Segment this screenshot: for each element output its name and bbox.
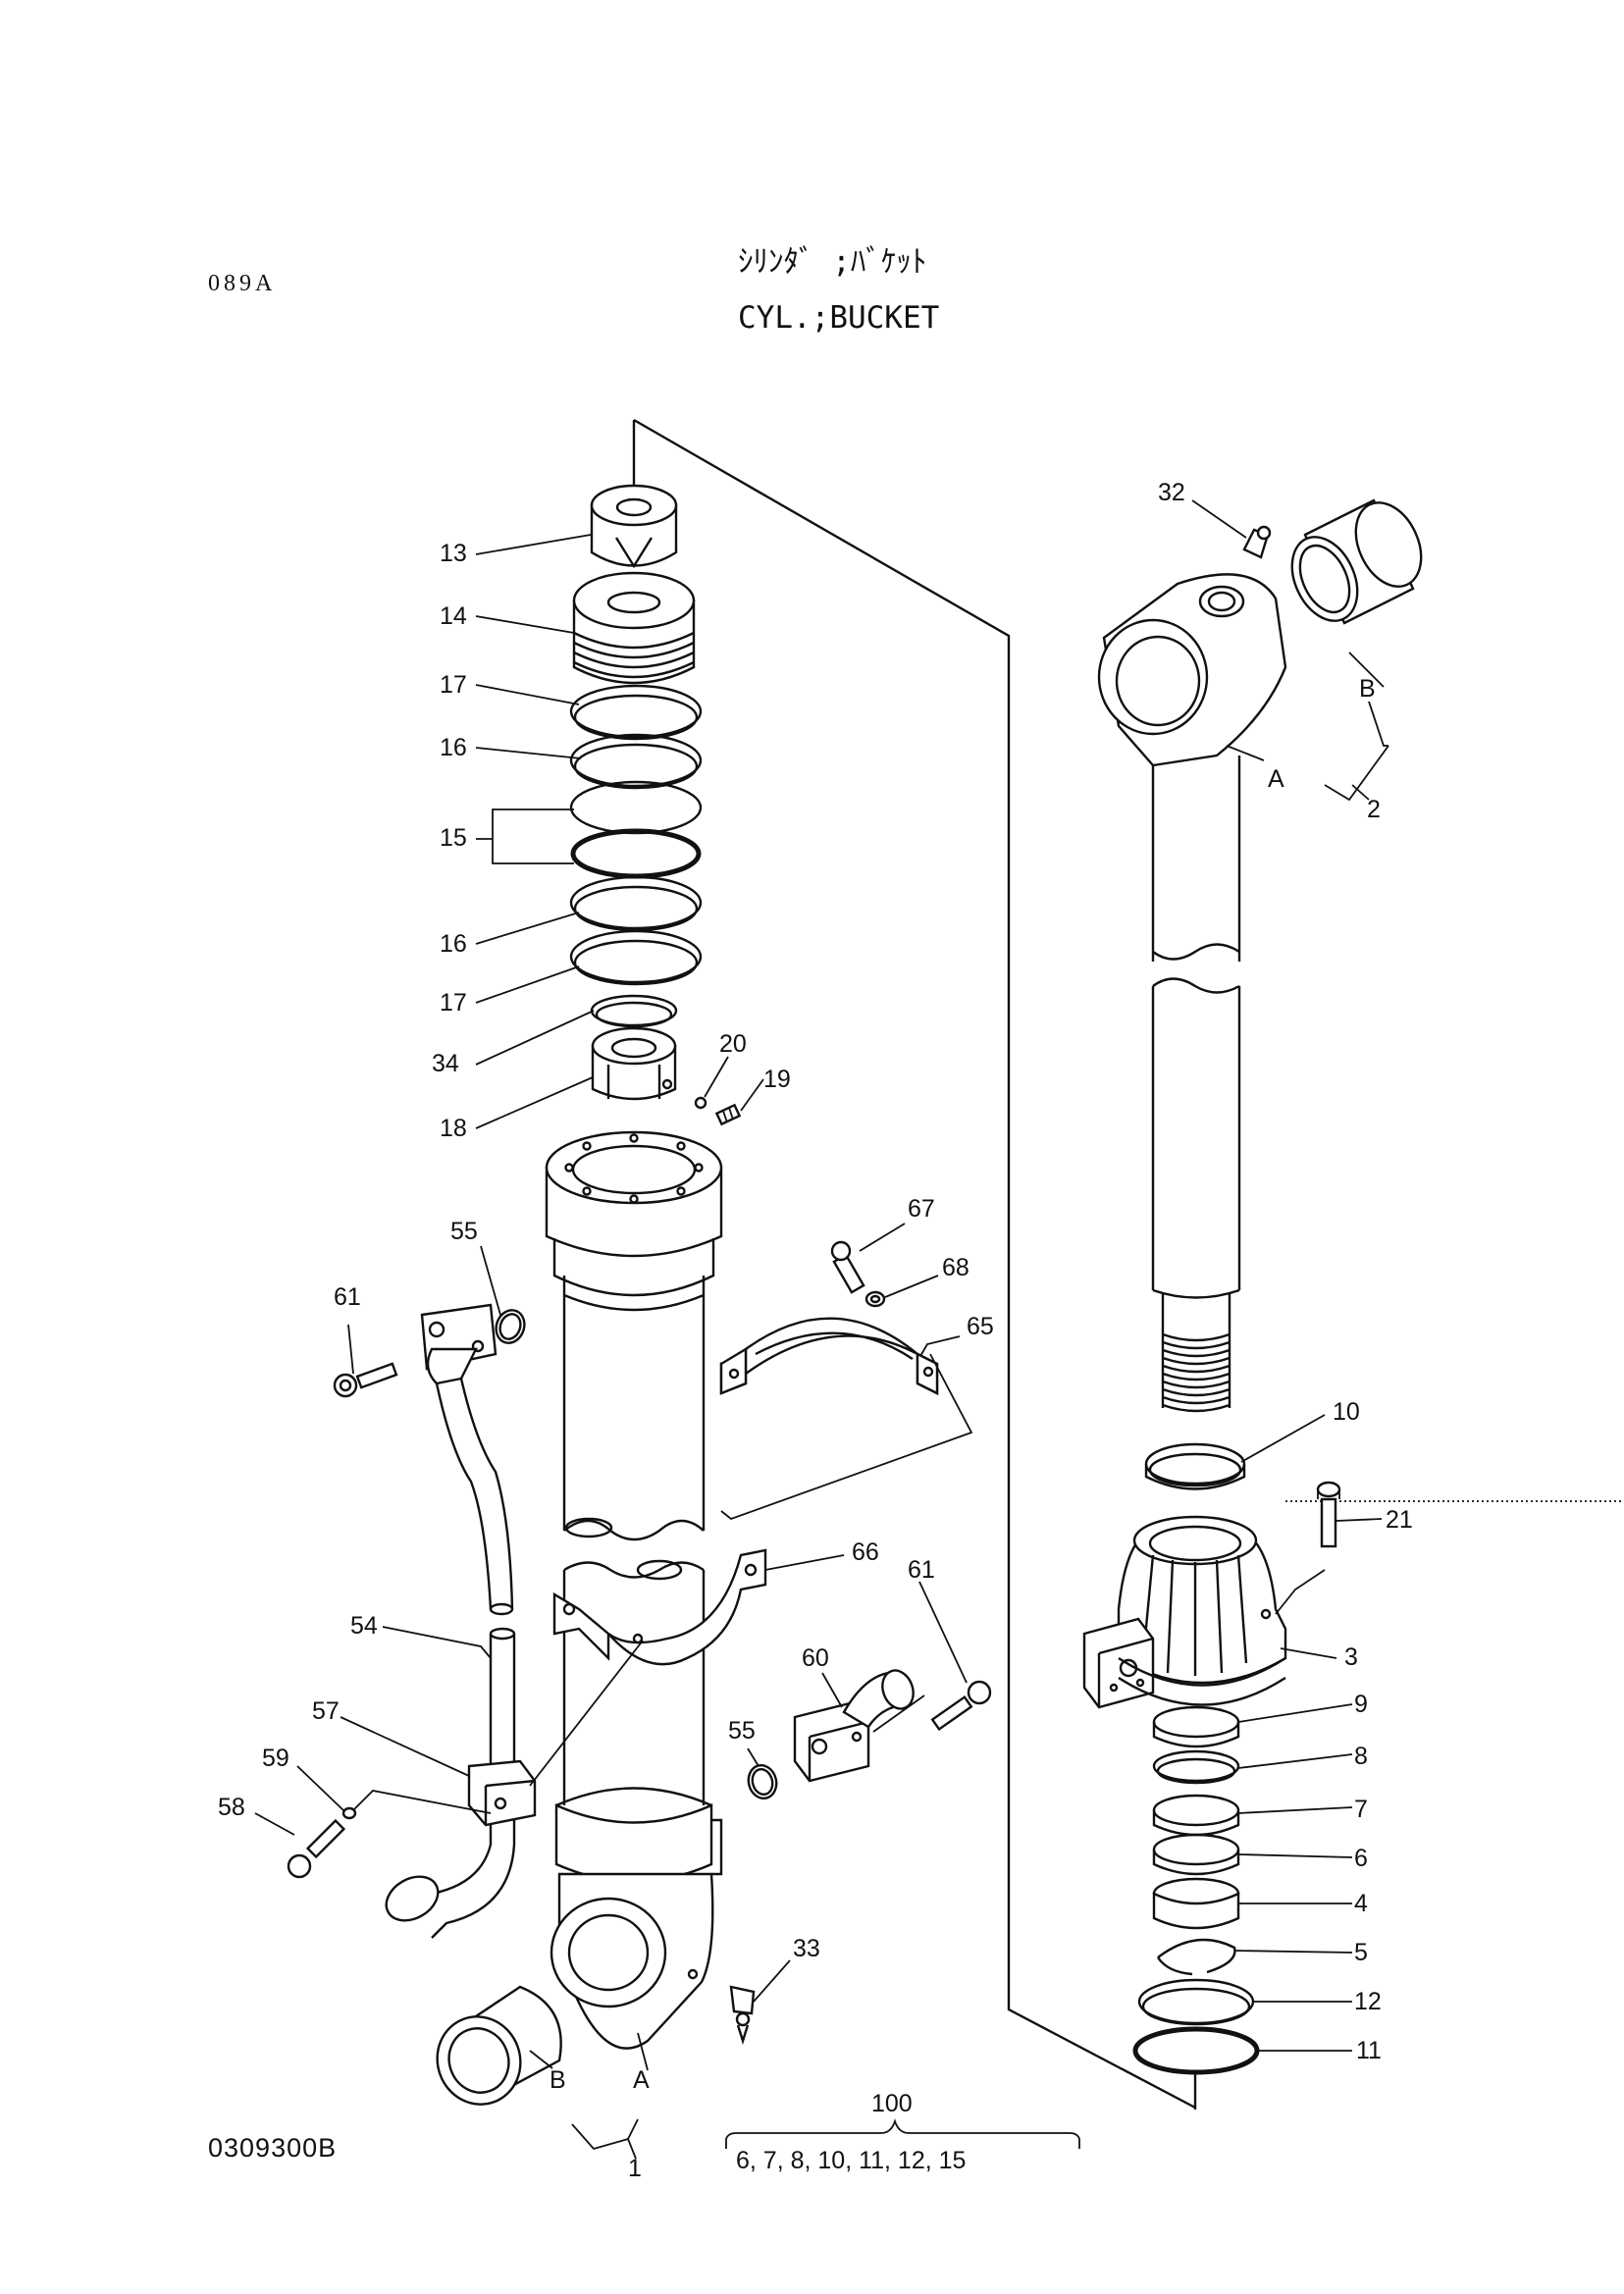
callout-13: 13 (440, 540, 467, 567)
callout-58: 58 (218, 1794, 245, 1821)
callout-1: 1 (628, 2155, 642, 2182)
part-55-o-ring-upper (495, 1309, 526, 1344)
part-18-nut (591, 1026, 677, 1101)
part-1-bushing-B (436, 1985, 562, 2106)
callout-9: 9 (1354, 1691, 1368, 1718)
part-68-washer (864, 1290, 886, 1308)
kit-brace (725, 2118, 1080, 2149)
callout-55-upper: 55 (450, 1218, 478, 1245)
part-60-pipe (793, 1669, 915, 1783)
callout-4: 4 (1354, 1890, 1368, 1917)
part-61-bolt-upper (333, 1362, 398, 1398)
rod-seal-stack (1132, 1705, 1260, 2075)
part-32-grease-fitting (1242, 525, 1272, 559)
callout-67: 67 (908, 1195, 935, 1223)
drawing-number: 0309300B (208, 2133, 338, 2163)
callout-61-lower: 61 (908, 1556, 935, 1584)
title-japanese: ｼﾘﾝﾀﾞ ;ﾊﾞｹｯﾄ (738, 244, 927, 280)
callout-B-upper: B (1359, 675, 1376, 703)
callout-19: 19 (763, 1066, 791, 1093)
callout-5: 5 (1354, 1939, 1368, 1966)
callout-66: 66 (852, 1538, 879, 1566)
callout-33: 33 (793, 1935, 820, 1962)
callout-54: 54 (350, 1612, 378, 1640)
kit-contents: 6, 7, 8, 10, 11, 12, 15 (736, 2147, 966, 2174)
title-english: CYL.;BUCKET (738, 300, 940, 336)
callout-61-upper: 61 (334, 1283, 361, 1311)
part-67-bolt (830, 1240, 865, 1294)
callout-7: 7 (1354, 1796, 1368, 1823)
callout-16-upper: 16 (440, 734, 467, 761)
part-58-bolt (287, 1818, 346, 1879)
callout-14: 14 (440, 602, 467, 630)
part-20-ball (694, 1096, 707, 1110)
callout-15: 15 (440, 824, 467, 852)
callout-3: 3 (1344, 1643, 1358, 1671)
callout-2: 2 (1367, 796, 1381, 823)
part-19-set-screw (714, 1103, 742, 1126)
part-14-piston (572, 571, 696, 685)
callout-labels: 13 14 17 16 15 16 17 34 18 20 19 55 61 6… (218, 479, 1413, 2182)
part-57-clamp-block (467, 1759, 537, 1827)
callout-59: 59 (262, 1745, 289, 1772)
seal-ring-stack (569, 684, 703, 1028)
leader-lines (254, 499, 1389, 2160)
part-54-pipe-upper (420, 1303, 514, 1616)
part-55-o-ring-lower (747, 1763, 778, 1800)
part-21-socket-bolt (1316, 1481, 1341, 1548)
group-frame-lines (632, 418, 1624, 2110)
part-66-clamp (552, 1548, 767, 1666)
part-61-bolt-lower (930, 1680, 992, 1732)
callout-55-lower: 55 (728, 1717, 756, 1745)
callout-17-upper: 17 (440, 671, 467, 699)
callout-8: 8 (1354, 1743, 1368, 1770)
part-2-bushing-B (1290, 498, 1423, 625)
callout-16-lower: 16 (440, 930, 467, 958)
callout-17-lower: 17 (440, 989, 467, 1017)
callout-20: 20 (719, 1030, 747, 1058)
callout-34: 34 (432, 1050, 459, 1077)
kit-number: 100 (871, 2090, 913, 2117)
part-3-rod-cover (1082, 1515, 1287, 1709)
part-13-bushing (590, 484, 678, 569)
callout-A-lower: A (633, 2066, 650, 2094)
page-code: 089A (208, 271, 277, 296)
callout-6: 6 (1354, 1845, 1368, 1872)
callout-12: 12 (1354, 1988, 1382, 2015)
callout-B-lower: B (550, 2066, 566, 2094)
callout-32: 32 (1158, 479, 1185, 506)
callout-11: 11 (1356, 2037, 1382, 2064)
part-2-rod-eye (1097, 573, 1287, 767)
part-10-ring (1144, 1442, 1246, 1490)
callout-60: 60 (802, 1644, 829, 1672)
callout-68: 68 (942, 1254, 969, 1281)
part-2-piston-rod (1151, 756, 1241, 1413)
callout-65: 65 (967, 1313, 994, 1340)
callout-10: 10 (1333, 1398, 1360, 1426)
part-59-washer (341, 1806, 357, 1820)
callout-18: 18 (440, 1115, 467, 1142)
callout-21: 21 (1386, 1506, 1413, 1534)
callout-57: 57 (312, 1697, 340, 1725)
part-1-cylinder-tube (545, 1130, 723, 2050)
part-65-clamp (719, 1317, 939, 1395)
callout-A-upper: A (1268, 765, 1284, 793)
part-33-grease-fitting (729, 1985, 756, 2046)
